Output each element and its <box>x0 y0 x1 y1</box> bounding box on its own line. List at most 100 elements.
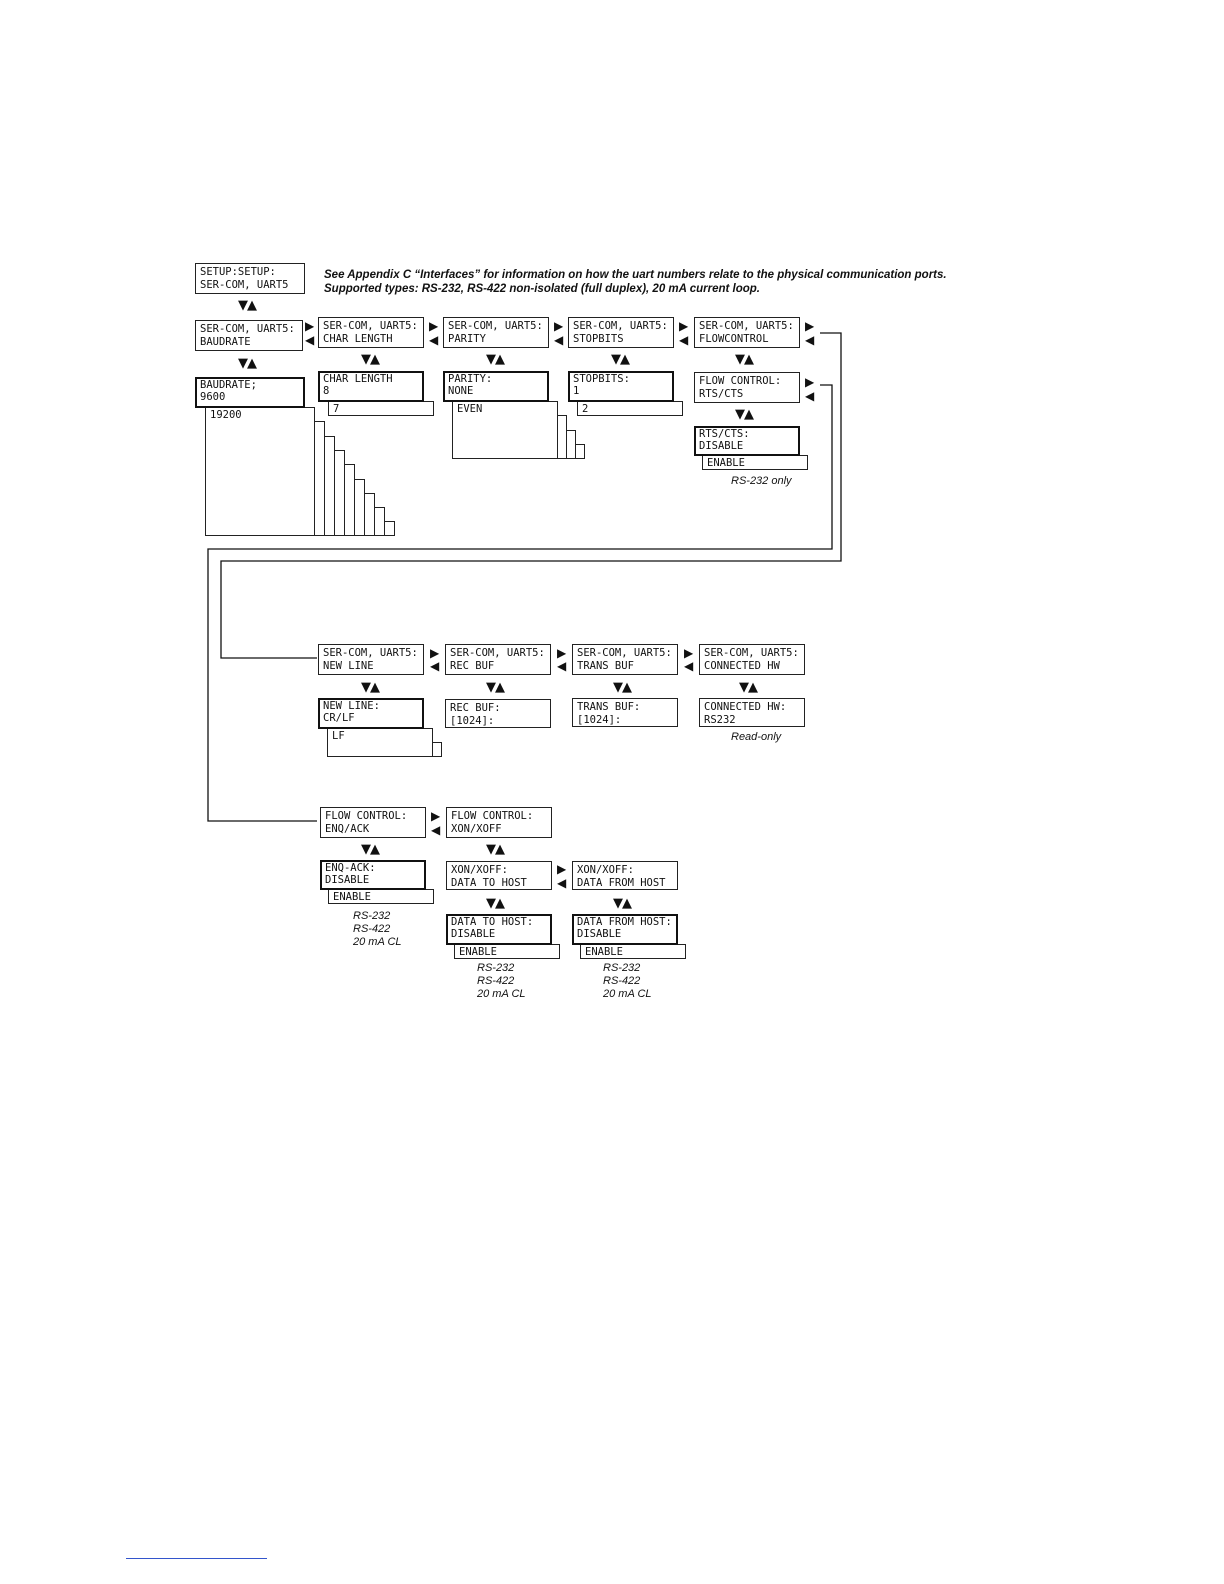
menu-flow-control-xonxoff[interactable]: FLOW CONTROL:XON/XOFF <box>446 807 552 838</box>
option-label: ENABLE <box>585 946 623 958</box>
selected-option[interactable]: BAUDRATE;9600 <box>195 377 305 408</box>
menu-setup[interactable]: SETUP:SETUP:SER-COM, UART5 <box>195 263 305 294</box>
selected-option[interactable]: RTS/CTS:DISABLE <box>694 426 800 456</box>
menu-line-2: DATA TO HOST <box>451 877 527 889</box>
right-arrow-icon: ▶ <box>805 319 815 333</box>
note-line: RS-232 <box>477 962 515 974</box>
note-line: 20 mA CL <box>477 988 526 1000</box>
right-arrow-icon: ▶ <box>554 319 564 333</box>
value-label: CONNECTED HW: <box>704 701 787 713</box>
menu-flow-control-rtscts[interactable]: FLOW CONTROL:RTS/CTS <box>694 372 800 403</box>
note-line: 20 mA CL <box>603 988 652 1000</box>
header-appendix-note: See Appendix C “Interfaces” for informat… <box>324 269 947 281</box>
menu-line-1: XON/XOFF: <box>451 864 508 876</box>
menu-parity[interactable]: SER-COM, UART5:PARITY <box>443 317 549 348</box>
menu-rec-buf[interactable]: SER-COM, UART5:REC BUF <box>445 644 551 675</box>
value-text: [1024]: <box>450 715 495 727</box>
up-down-arrow-icon: ▼▲ <box>613 680 632 695</box>
setting-label: DATA TO HOST: <box>451 916 534 928</box>
option-item[interactable]: 2 <box>577 401 683 416</box>
right-arrow-icon: ▶ <box>430 646 440 660</box>
option-item[interactable]: EVEN <box>452 401 558 459</box>
left-arrow-icon: ◀ <box>684 659 694 673</box>
menu-line-2: TRANS BUF <box>577 660 634 672</box>
menu-line-1: SER-COM, UART5: <box>323 320 418 332</box>
connector-flowcontrol-down <box>220 332 842 659</box>
option-label: DISABLE <box>325 874 370 886</box>
right-arrow-icon: ▶ <box>557 862 567 876</box>
option-item[interactable]: LF <box>327 728 433 757</box>
right-arrow-icon: ▶ <box>805 375 815 389</box>
menu-line-2: PARITY <box>448 333 486 345</box>
option-label: 1 <box>573 385 580 397</box>
selected-option[interactable]: DATA FROM HOST:DISABLE <box>572 914 678 945</box>
menu-connected-hw[interactable]: SER-COM, UART5:CONNECTED HW <box>699 644 805 675</box>
menu-line-2: CONNECTED HW <box>704 660 780 672</box>
selected-option[interactable]: PARITY:NONE <box>443 371 549 402</box>
menu-new-line[interactable]: SER-COM, UART5:NEW LINE <box>318 644 424 675</box>
setting-label: ENQ-ACK: <box>325 862 376 874</box>
option-item[interactable]: ENABLE <box>454 944 560 959</box>
left-arrow-icon: ◀ <box>805 389 815 403</box>
up-down-arrow-icon: ▼▲ <box>486 352 505 367</box>
menu-line-1: SER-COM, UART5: <box>573 320 668 332</box>
menu-baudrate[interactable]: SER-COM, UART5:BAUDRATE <box>195 320 303 351</box>
setting-label: BAUDRATE; <box>200 379 257 391</box>
option-label: CR/LF <box>323 712 355 724</box>
menu-trans-buf[interactable]: SER-COM, UART5:TRANS BUF <box>572 644 678 675</box>
option-label: ENABLE <box>333 891 371 903</box>
option-label: 2 <box>582 403 589 415</box>
menu-line-2: SER-COM, UART5 <box>200 279 289 291</box>
menu-line-1: SETUP:SETUP: <box>200 266 276 278</box>
menu-line-2: FLOWCONTROL <box>699 333 769 345</box>
selected-option[interactable]: ENQ-ACK:DISABLE <box>320 860 426 890</box>
menu-flow-control-enqack[interactable]: FLOW CONTROL:ENQ/ACK <box>320 807 426 838</box>
left-arrow-icon: ◀ <box>557 659 567 673</box>
menu-line-2: ENQ/ACK <box>325 823 370 835</box>
selected-option[interactable]: DATA TO HOST:DISABLE <box>446 914 552 945</box>
option-item[interactable]: 19200 <box>205 407 315 537</box>
up-down-arrow-icon: ▼▲ <box>486 896 505 911</box>
option-item[interactable]: ENABLE <box>328 889 434 904</box>
left-arrow-icon: ◀ <box>431 823 441 837</box>
menu-char-length[interactable]: SER-COM, UART5:CHAR LENGTH <box>318 317 424 348</box>
menu-stopbits[interactable]: SER-COM, UART5:STOPBITS <box>568 317 674 348</box>
trans-buf-value[interactable]: TRANS BUF:[1024]: <box>572 698 678 727</box>
up-down-arrow-icon: ▼▲ <box>361 842 380 857</box>
value-text: RS232 <box>704 714 736 726</box>
right-arrow-icon: ▶ <box>431 809 441 823</box>
menu-line-1: FLOW CONTROL: <box>699 375 782 387</box>
menu-line-1: SER-COM, UART5: <box>699 320 794 332</box>
rec-buf-value[interactable]: REC BUF:[1024]: <box>445 699 551 728</box>
menu-line-1: XON/XOFF: <box>577 864 634 876</box>
option-label: 7 <box>333 403 340 415</box>
option-item[interactable]: ENABLE <box>702 455 808 470</box>
up-down-arrow-icon: ▼▲ <box>238 298 257 313</box>
setting-label: PARITY: <box>448 373 493 385</box>
note-line: RS-422 <box>477 975 515 987</box>
menu-line-2: STOPBITS <box>573 333 624 345</box>
menu-xonxoff-data-to-host[interactable]: XON/XOFF:DATA TO HOST <box>446 861 552 890</box>
option-item[interactable]: ENABLE <box>580 944 686 959</box>
up-down-arrow-icon: ▼▲ <box>611 352 630 367</box>
option-label: 9600 <box>200 391 226 403</box>
selected-option[interactable]: NEW LINE:CR/LF <box>318 698 424 729</box>
option-label: ENABLE <box>459 946 497 958</box>
menu-line-2: DATA FROM HOST <box>577 877 666 889</box>
selected-option[interactable]: STOPBITS:1 <box>568 371 674 402</box>
option-label: 19200 <box>210 409 242 421</box>
option-item[interactable]: 7 <box>328 401 434 416</box>
left-arrow-icon: ◀ <box>557 876 567 890</box>
menu-line-2: XON/XOFF <box>451 823 502 835</box>
menu-flowcontrol[interactable]: SER-COM, UART5:FLOWCONTROL <box>694 317 800 348</box>
up-down-arrow-icon: ▼▲ <box>486 680 505 695</box>
menu-line-1: SER-COM, UART5: <box>448 320 543 332</box>
menu-xonxoff-data-from-host[interactable]: XON/XOFF:DATA FROM HOST <box>572 861 678 890</box>
right-arrow-icon: ▶ <box>557 646 567 660</box>
